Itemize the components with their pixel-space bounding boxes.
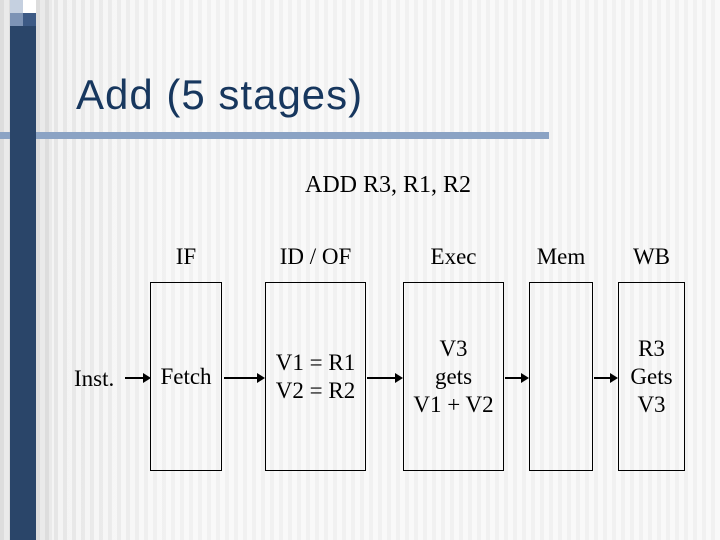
- flow-arrow-if-to-idof: [224, 373, 265, 383]
- title-underline-bar: [0, 132, 549, 139]
- inst-source-label: Inst.: [74, 366, 115, 391]
- box-line: V3: [637, 391, 666, 417]
- instruction-text: ADD R3, R1, R2: [305, 172, 472, 198]
- stage-box-if: Fetch: [150, 282, 222, 471]
- box-line: Gets: [630, 363, 673, 389]
- mosaic-square-0: [10, 0, 23, 13]
- stage-label-mem: Mem: [536, 244, 586, 269]
- box-line: V3: [439, 335, 468, 361]
- flow-arrow-exec-to-mem: [505, 373, 529, 383]
- stage-label-if: IF: [175, 244, 197, 269]
- flow-arrow-inst-to-if: [125, 373, 151, 383]
- stage-box-id-of: V1 = R1 V2 = R2: [265, 282, 366, 471]
- left-decoration-bar: [10, 0, 36, 540]
- stage-label-wb: WB: [632, 244, 671, 269]
- box-line: Fetch: [160, 363, 212, 389]
- box-line: V2 = R2: [275, 377, 356, 403]
- flow-arrow-mem-to-wb: [594, 373, 618, 383]
- mosaic-square-3: [23, 13, 36, 26]
- box-line: V1 = R1: [275, 349, 356, 375]
- box-line: V1 + V2: [413, 391, 494, 417]
- mosaic-square-1: [23, 0, 36, 13]
- box-line: R3: [638, 335, 665, 361]
- flow-arrow-idof-to-exec: [367, 373, 403, 383]
- stage-label-id-of: ID / OF: [279, 244, 352, 269]
- stage-box-exec: V3 gets V1 + V2: [403, 282, 504, 471]
- mosaic-square-2: [10, 13, 23, 26]
- box-line: gets: [434, 363, 473, 389]
- stage-box-mem: [529, 282, 593, 471]
- stage-box-wb: R3 Gets V3: [618, 282, 685, 471]
- stage-label-exec: Exec: [430, 244, 477, 269]
- slide-title: Add (5 stages): [76, 71, 364, 118]
